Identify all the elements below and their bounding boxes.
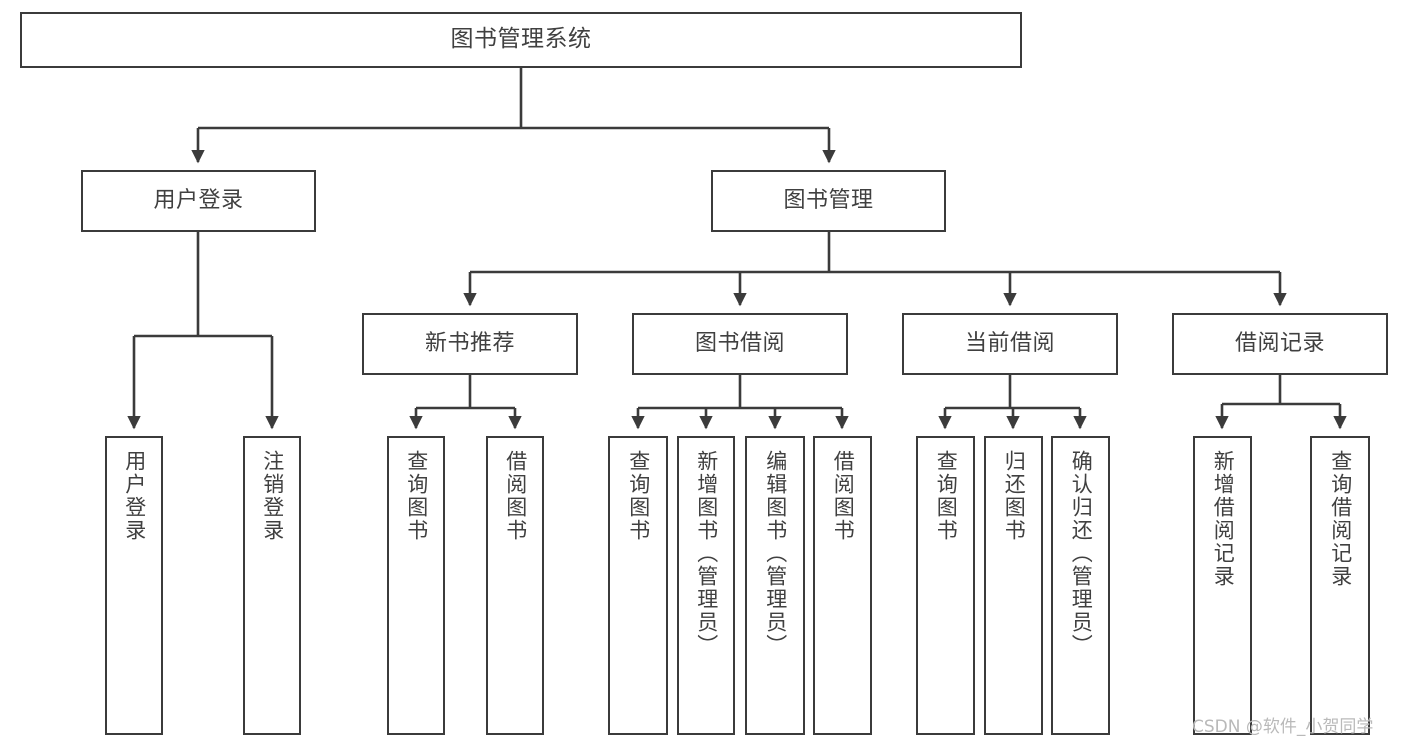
leaf-borrow-edit-book-admin[interactable]: 编辑图书（管理员）: [745, 436, 805, 735]
node-new-book-recommend-label: 新书推荐: [424, 330, 515, 356]
leaf-newbook-borrow-book-label: 借阅图书: [503, 450, 528, 542]
leaf-borrow-query-book[interactable]: 查询图书: [608, 436, 668, 735]
node-current-borrow[interactable]: 当前借阅: [902, 313, 1118, 375]
leaf-current-return-book-label: 归还图书: [1002, 450, 1027, 542]
watermark-text: CSDN @软件_小贺同学: [1192, 717, 1374, 737]
leaf-records-add-record[interactable]: 新增借阅记录: [1193, 436, 1252, 735]
node-borrow-records[interactable]: 借阅记录: [1172, 313, 1388, 375]
leaf-borrow-query-book-label: 查询图书: [626, 450, 651, 542]
leaf-current-confirm-return-admin-label: 确认归还（管理员）: [1069, 450, 1094, 657]
leaf-borrow-edit-book-admin-label: 编辑图书（管理员）: [763, 450, 788, 657]
node-current-borrow-label: 当前借阅: [964, 330, 1055, 356]
leaf-current-query-book-label: 查询图书: [934, 450, 959, 542]
leaf-borrow-lend-book[interactable]: 借阅图书: [813, 436, 872, 735]
node-new-book-recommend[interactable]: 新书推荐: [362, 313, 578, 375]
leaf-user-logout-label: 注销登录: [260, 450, 285, 542]
leaf-records-query-record-label: 查询借阅记录: [1328, 450, 1353, 588]
leaf-borrow-lend-book-label: 借阅图书: [831, 450, 856, 542]
node-root-label: 图书管理系统: [450, 26, 592, 53]
leaf-current-query-book[interactable]: 查询图书: [916, 436, 975, 735]
leaf-borrow-add-book-admin-label: 新增图书（管理员）: [694, 450, 719, 657]
leaf-newbook-query-book-label: 查询图书: [404, 450, 429, 542]
node-book-management[interactable]: 图书管理: [711, 170, 946, 232]
leaf-user-login[interactable]: 用户登录: [105, 436, 163, 735]
leaf-current-confirm-return-admin[interactable]: 确认归还（管理员）: [1051, 436, 1110, 735]
node-borrow-records-label: 借阅记录: [1234, 330, 1325, 356]
node-book-borrow[interactable]: 图书借阅: [632, 313, 848, 375]
node-user-login-label: 用户登录: [153, 187, 244, 213]
leaf-user-login-label: 用户登录: [122, 450, 147, 542]
leaf-records-add-record-label: 新增借阅记录: [1211, 450, 1236, 588]
leaf-newbook-borrow-book[interactable]: 借阅图书: [486, 436, 544, 735]
node-user-login[interactable]: 用户登录: [81, 170, 316, 232]
node-book-management-label: 图书管理: [783, 187, 874, 213]
leaf-user-logout[interactable]: 注销登录: [243, 436, 301, 735]
leaf-records-query-record[interactable]: 查询借阅记录: [1310, 436, 1370, 735]
node-book-borrow-label: 图书借阅: [694, 330, 785, 356]
leaf-borrow-add-book-admin[interactable]: 新增图书（管理员）: [677, 436, 735, 735]
leaf-newbook-query-book[interactable]: 查询图书: [387, 436, 445, 735]
node-root[interactable]: 图书管理系统: [20, 12, 1022, 68]
leaf-current-return-book[interactable]: 归还图书: [984, 436, 1043, 735]
